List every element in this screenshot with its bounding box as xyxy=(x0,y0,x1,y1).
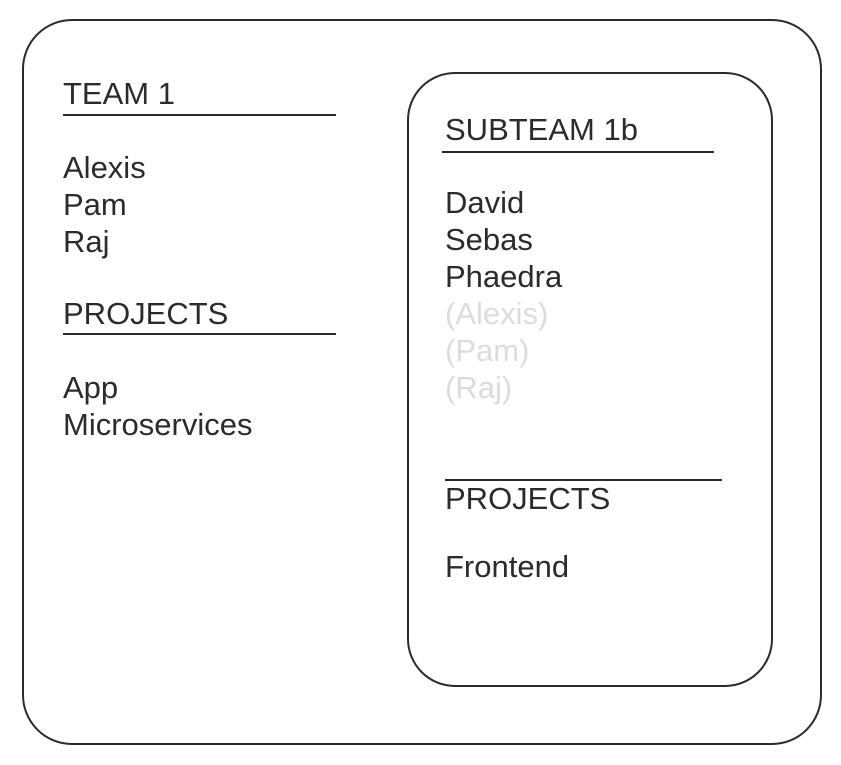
subteam-inherited-member: (Pam) xyxy=(445,333,530,368)
team-projects-underline xyxy=(63,333,336,335)
team-member: Alexis xyxy=(63,150,146,185)
team-project: App xyxy=(63,370,119,405)
team-member-list: Alexis Pam Raj xyxy=(63,149,146,260)
subteam-inherited-member: (Raj) xyxy=(445,370,513,405)
team-title: TEAM 1 xyxy=(63,76,175,111)
subteam-inherited-member: (Alexis) xyxy=(445,296,549,331)
subteam-projects-topline xyxy=(445,479,722,481)
subteam-member: Sebas xyxy=(445,222,533,257)
subteam-project-list: Frontend xyxy=(445,548,569,585)
team-title-underline xyxy=(63,114,336,116)
subteam-member: David xyxy=(445,185,525,220)
subteam-title: SUBTEAM 1b xyxy=(445,112,638,147)
team-project: Microservices xyxy=(63,407,253,442)
team-project-list: App Microservices xyxy=(63,369,252,443)
subteam-title-underline xyxy=(442,151,714,153)
subteam-1b-box: SUBTEAM 1b David Sebas Phaedra (Alexis) … xyxy=(407,72,773,687)
subteam-projects-heading: PROJECTS xyxy=(445,481,611,516)
team-member: Pam xyxy=(63,187,127,222)
team-member: Raj xyxy=(63,224,110,259)
team-1-box: TEAM 1 Alexis Pam Raj PROJECTS App Micro… xyxy=(22,19,822,745)
subteam-project: Frontend xyxy=(445,549,570,584)
team-projects-heading: PROJECTS xyxy=(63,296,229,331)
subteam-member-list: David Sebas Phaedra (Alexis) (Pam) (Raj) xyxy=(445,184,562,406)
subteam-member: Phaedra xyxy=(445,259,563,294)
